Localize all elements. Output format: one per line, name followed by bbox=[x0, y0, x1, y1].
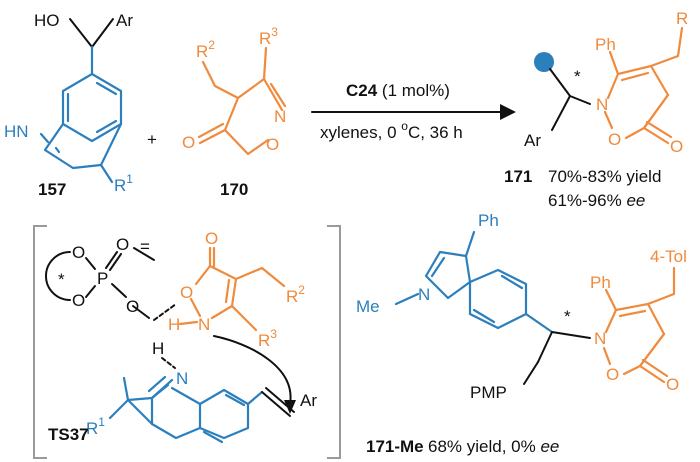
me-n-ind: N bbox=[418, 285, 430, 304]
me-methyl: Me bbox=[356, 297, 380, 316]
me-star: * bbox=[564, 307, 571, 326]
ts37-bracket bbox=[33, 225, 341, 459]
conditions-solvent: xylenes, 0 oC, 36 h bbox=[320, 119, 463, 142]
ts-o3-h-bond: = bbox=[140, 237, 150, 256]
compound-label-157: 157 bbox=[38, 180, 66, 199]
ts-o3: O bbox=[116, 235, 129, 254]
ts-r1: R1 bbox=[86, 415, 105, 438]
product-n: N bbox=[596, 95, 608, 114]
ring-o-label: O bbox=[266, 135, 279, 154]
r3-label: R3 bbox=[259, 25, 278, 48]
ts-r3: R3 bbox=[258, 327, 277, 350]
reactant-157: HO Ar HN R1 157 bbox=[4, 11, 133, 199]
me-tol: 4-Tol bbox=[650, 247, 687, 266]
ts-h2: H bbox=[152, 339, 164, 358]
reactant-170: R2 R3 N O O 170 bbox=[182, 25, 286, 199]
product-aryl: Ar bbox=[524, 131, 541, 150]
compound-label-170: 170 bbox=[220, 180, 248, 199]
aryl-label: Ar bbox=[116, 11, 133, 30]
product-r: R bbox=[676, 9, 688, 28]
indolyl-dot-icon bbox=[534, 52, 554, 72]
product-ring-o: O bbox=[608, 130, 621, 149]
product-ee: 61%-96% ee bbox=[548, 191, 645, 210]
me-indole-ph: Ph bbox=[478, 211, 499, 230]
ring-n-label: N bbox=[274, 107, 286, 126]
product-171: * Ar N O O Ph R 171 70%-83% yield 61%-96… bbox=[504, 9, 688, 210]
me-ring-o: O bbox=[606, 365, 619, 384]
r2-label: R2 bbox=[196, 38, 215, 61]
product-phenyl: Ph bbox=[595, 35, 616, 54]
ts-n-iso: N bbox=[198, 315, 210, 334]
ts-p: P bbox=[97, 269, 108, 288]
ts-n-ind: N bbox=[176, 369, 188, 388]
ts-o1: O bbox=[72, 243, 85, 262]
ts-r2: R2 bbox=[286, 283, 305, 306]
ts-h1: H bbox=[168, 315, 180, 334]
ts37-structure: O O * P O O = H H N O O R2 R3 N bbox=[45, 229, 317, 444]
ts-label: TS37 bbox=[48, 425, 89, 444]
reaction-arrow: C24 (1 mol%) xylenes, 0 oC, 36 h bbox=[311, 81, 516, 142]
conditions-catalyst: C24 (1 mol%) bbox=[346, 81, 450, 100]
carbonyl-o-label: O bbox=[182, 133, 195, 152]
product-carbonyl-o: O bbox=[670, 137, 683, 156]
compound-label-171-me: 171-Me bbox=[366, 437, 424, 456]
stereo-star: * bbox=[574, 67, 581, 86]
nh-label: HN bbox=[4, 122, 29, 141]
product-yield: 70%-83% yield bbox=[548, 167, 661, 186]
ts-o2: O bbox=[72, 291, 85, 310]
ts-o-iso: O bbox=[180, 283, 193, 302]
me-yield: 68% yield, 0% ee bbox=[428, 437, 559, 456]
plus-sign: + bbox=[147, 130, 157, 149]
me-n: N bbox=[594, 329, 606, 348]
product-171-me: Ph N Me * PMP N O O Ph 4-Tol 171-Me 68% … bbox=[356, 211, 687, 456]
ts-star: * bbox=[58, 270, 65, 289]
r1-label: R1 bbox=[114, 172, 133, 195]
ts-carbonyl-o: O bbox=[205, 229, 218, 248]
compound-label-171: 171 bbox=[504, 167, 532, 186]
ts-aryl: Ar bbox=[300, 391, 317, 410]
hydroxyl-label: HO bbox=[34, 11, 60, 30]
me-ph: Ph bbox=[590, 273, 611, 292]
me-pmp: PMP bbox=[470, 383, 507, 402]
me-carbonyl-o: O bbox=[666, 375, 679, 394]
